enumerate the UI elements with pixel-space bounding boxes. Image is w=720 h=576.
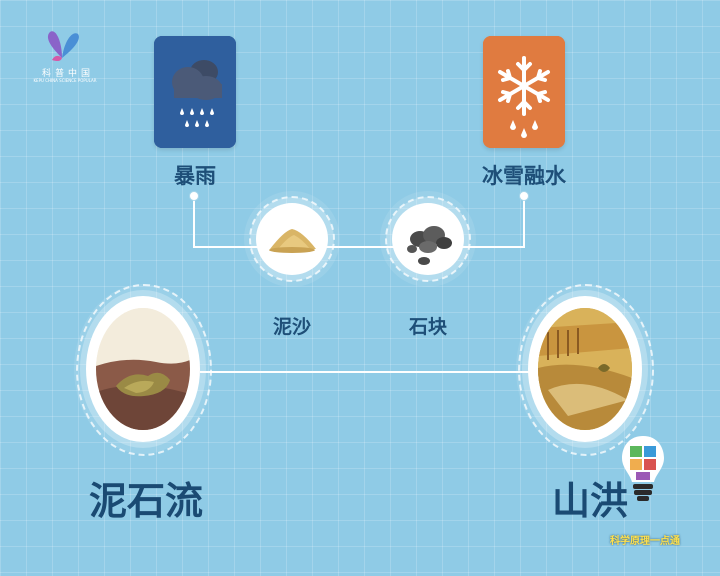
rain-cloud-icon [154,36,236,148]
rocks-label: 石块 [408,316,447,338]
flood-ring-dash [518,284,654,456]
rocks-icon [407,226,452,265]
snowmelt-source-tile [483,36,565,148]
logo-subtext: KEPU CHINA SCIENCE POPULAR [33,78,97,83]
flood-label: 山洪 [551,479,628,523]
sand-pile-icon [269,229,316,253]
mudslide-label: 泥石流 [88,479,203,523]
flash-flood-scene-icon [538,308,632,430]
connector-snow-down [523,195,525,247]
snowflake-icon [483,36,565,148]
rocks-material-circle [398,209,458,269]
snowmelt-label: 冰雪融水 [482,164,566,188]
connector-top-horizontal [193,246,525,248]
sand-label: 泥沙 [272,316,311,338]
watermark-text: 科学原理一点通 [610,536,680,547]
mudslide-scene-circle [96,308,190,430]
lightbulb-badge [618,432,668,512]
connector-dot-snow [519,191,529,201]
connector-dot-rain [189,191,199,201]
rain-label: 暴雨 [174,164,216,188]
rain-source-tile [154,36,236,148]
lightbulb-icon [622,436,664,501]
sand-material-circle [262,209,322,269]
butterfly-logo-icon [47,31,79,62]
rocks-ring-dash [385,196,471,282]
sand-ring-dash [249,196,335,282]
flood-scene-circle [538,308,632,430]
connector-rain-down [193,195,195,247]
connector-bottom-horizontal [200,371,540,373]
logo-text: 科普中国 [41,69,94,79]
mudslide-scene-icon [96,308,190,430]
mudslide-ring-dash [76,284,212,456]
brand-logo: 科普中国 KEPU CHINA SCIENCE POPULAR [30,28,100,88]
